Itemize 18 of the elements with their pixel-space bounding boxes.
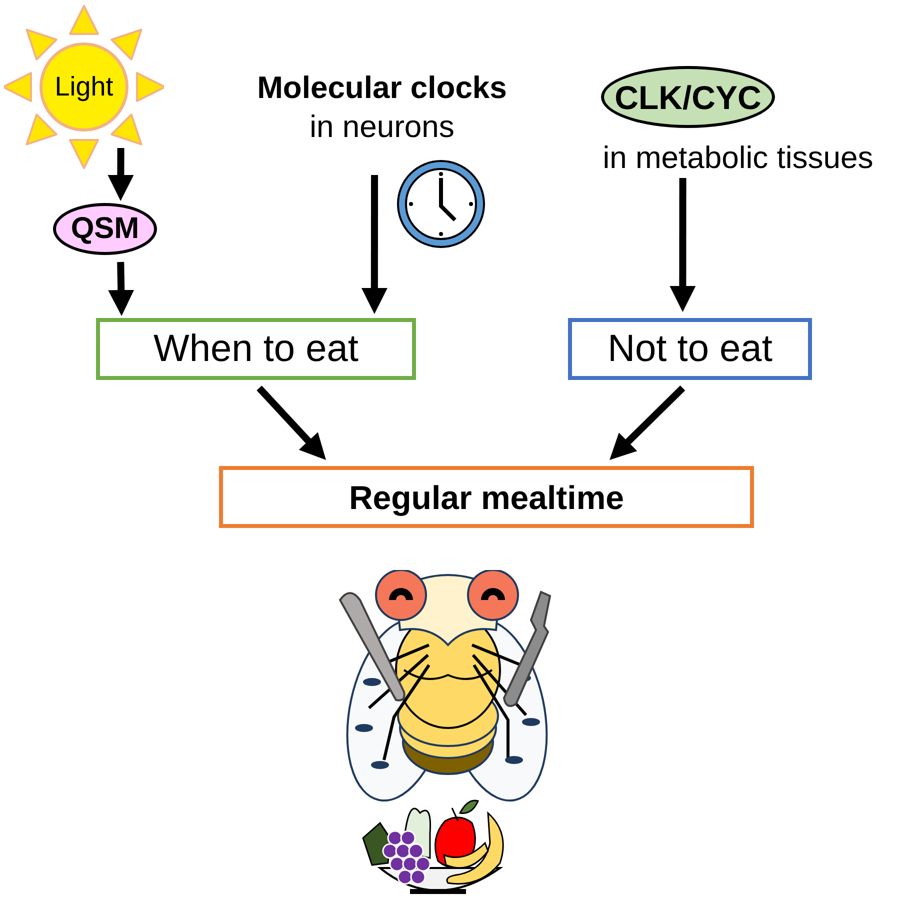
process-box xyxy=(219,466,754,528)
arrow xyxy=(108,148,134,201)
arrow xyxy=(361,175,388,314)
node-label: Regular mealtime xyxy=(348,480,624,514)
arrow xyxy=(610,386,686,460)
node-label: CLK/CYC xyxy=(614,80,762,114)
heading-text: Molecular clocks xyxy=(257,69,507,107)
node-label: Not to eat xyxy=(608,330,772,368)
node-label: Light xyxy=(54,74,114,100)
arrow xyxy=(256,386,326,460)
caption-text: in metabolic tissues xyxy=(602,140,874,176)
node-label: QSM xyxy=(70,214,140,244)
body-text: in neurons xyxy=(310,108,454,146)
node-label: When to eat xyxy=(154,330,358,368)
process-box xyxy=(96,318,416,380)
process-box xyxy=(568,318,812,380)
arrow xyxy=(108,262,134,316)
arrow xyxy=(670,178,696,312)
